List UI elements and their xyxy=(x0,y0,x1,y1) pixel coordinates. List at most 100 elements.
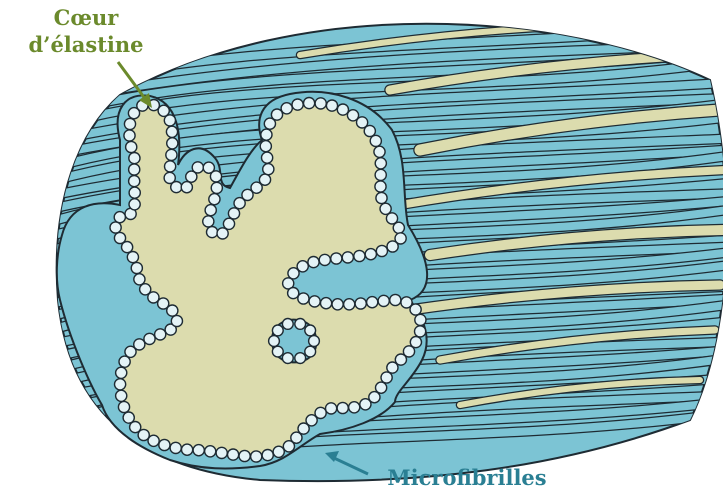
microfibril-end xyxy=(210,171,221,182)
microfibril-end xyxy=(171,182,182,193)
microfibril-end xyxy=(216,447,227,458)
microfibril-end xyxy=(378,295,389,306)
microfibril-end xyxy=(281,103,292,114)
microfibril-end xyxy=(374,146,385,157)
microfibril-end xyxy=(205,205,216,216)
microfibril-end xyxy=(122,242,133,253)
microfibril-end xyxy=(410,304,421,315)
microfibril-end xyxy=(127,252,138,263)
microfibril-end xyxy=(304,98,315,109)
microfibril-end xyxy=(251,451,262,462)
microfibril-end xyxy=(118,401,129,412)
microfibril-end xyxy=(269,336,280,347)
microfibril-end xyxy=(144,333,155,344)
microfibril-end xyxy=(192,162,203,173)
microfibril-end xyxy=(295,353,306,364)
microfibril-end xyxy=(326,100,337,111)
microfibril-end xyxy=(166,126,177,137)
microfibril-end xyxy=(129,187,140,198)
microfibril-end xyxy=(288,268,299,279)
microfibril-end xyxy=(129,176,140,187)
microfibril-end xyxy=(305,325,316,336)
microfibril-end xyxy=(131,262,142,273)
microfibril-end xyxy=(360,399,371,410)
microfibril-end xyxy=(262,152,273,163)
microfibril-end xyxy=(308,257,319,268)
microfibril-end xyxy=(292,99,303,110)
microfibril-end xyxy=(326,403,337,414)
microfibril-end xyxy=(140,284,151,295)
microfibril-end xyxy=(393,222,404,233)
microfibril-end xyxy=(114,212,125,223)
microfibril-end xyxy=(155,329,166,340)
microfibril-end xyxy=(387,241,398,252)
microfibril-end xyxy=(239,450,250,461)
microfibril-end xyxy=(228,449,239,460)
microfibril-end xyxy=(261,129,272,140)
microfibril-end xyxy=(365,249,376,260)
microfibril-end xyxy=(344,299,355,310)
microfibril-end xyxy=(282,353,293,364)
microfibril-end xyxy=(263,164,274,175)
microfibril-end xyxy=(319,254,330,265)
microfibril-end xyxy=(182,444,193,455)
microfibril-end xyxy=(375,158,386,169)
microfibril-end xyxy=(129,199,140,210)
microfibril-end xyxy=(129,153,140,164)
microfibril-end xyxy=(124,130,135,141)
microfibril-end xyxy=(355,298,366,309)
microfibril-end xyxy=(193,445,204,456)
microfibril-end xyxy=(170,442,181,453)
microfibril-end xyxy=(203,216,214,227)
microfibril-end xyxy=(288,288,299,299)
microfibril-end xyxy=(272,346,283,357)
microfibril-end xyxy=(116,390,127,401)
microfibril-end xyxy=(298,293,309,304)
microfibril-end xyxy=(171,315,182,326)
microfibril-end xyxy=(223,218,234,229)
microfibril-end xyxy=(123,412,134,423)
microfibril-end xyxy=(209,194,220,205)
microfibril-end xyxy=(167,138,178,149)
microfibril-end xyxy=(205,446,216,457)
elastin-core-label-line1: Cœur xyxy=(18,4,154,31)
microfibril-end xyxy=(309,336,320,347)
microfibril-end xyxy=(295,319,306,330)
microfibril-end xyxy=(134,339,145,350)
microfibril-end xyxy=(181,182,192,193)
microfibril-end xyxy=(124,118,135,129)
microfibril-end xyxy=(367,297,378,308)
microfibril-end xyxy=(331,253,342,264)
microfibril-end xyxy=(115,379,126,390)
microfibril-end xyxy=(342,252,353,263)
microfibril-end xyxy=(228,208,239,219)
microfibril-end xyxy=(262,450,273,461)
microfibril-end xyxy=(364,125,375,136)
microfibril-end xyxy=(381,372,392,383)
microfibril-end xyxy=(337,402,348,413)
microfibril-end xyxy=(375,169,386,180)
microfibril-end xyxy=(159,439,170,450)
microfibril-end xyxy=(315,98,326,109)
microfibril-end xyxy=(376,192,387,203)
microfibril-end xyxy=(272,325,283,336)
microfibril-end xyxy=(337,104,348,115)
microfibril-end xyxy=(260,141,271,152)
microfibril-end xyxy=(349,402,360,413)
microfibril-end xyxy=(282,319,293,330)
microfibril-end xyxy=(116,367,127,378)
elastin-core-label-line2: d’élastine xyxy=(18,31,154,58)
microfibril-end xyxy=(370,135,381,146)
microfibril-end xyxy=(166,149,177,160)
microfibril-end xyxy=(273,446,284,457)
microfibril-end xyxy=(376,245,387,256)
microfibrils-label: Microfibrilles xyxy=(372,464,562,491)
microfibril-end xyxy=(415,326,426,337)
microfibril-end xyxy=(332,299,343,310)
microfibril-end xyxy=(309,296,320,307)
microfibril-end xyxy=(375,181,386,192)
microfibril-end xyxy=(211,182,222,193)
microfibril-end xyxy=(259,174,270,185)
